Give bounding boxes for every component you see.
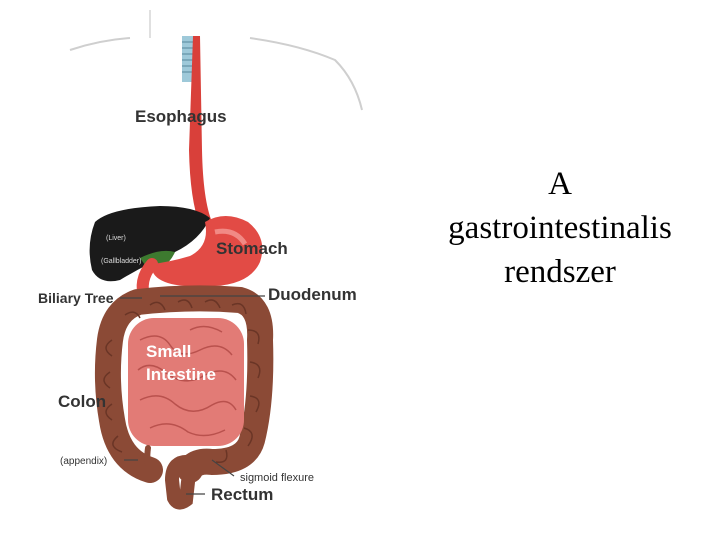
label-biliary-tree: Biliary Tree: [38, 290, 114, 306]
label-appendix: (appendix): [60, 456, 107, 467]
label-gallbladder: (Gallbladder): [101, 258, 141, 265]
label-sigmoid-flexure: sigmoid flexure: [240, 472, 314, 484]
label-esophagus: Esophagus: [135, 107, 227, 126]
title-line-1: A: [430, 162, 690, 206]
title-line-2: gastrointestinalis: [430, 206, 690, 250]
rectum: [172, 462, 190, 503]
label-duodenum: Duodenum: [268, 285, 357, 304]
label-stomach: Stomach: [216, 239, 288, 258]
label-liver: (Liver): [106, 235, 126, 242]
body-outline: [70, 10, 362, 110]
esophagus: [189, 36, 212, 226]
slide-title: A gastrointestinalis rendszer: [430, 162, 690, 294]
label-small-intestine-1: Small: [146, 342, 191, 361]
label-rectum: Rectum: [211, 485, 273, 504]
label-colon: Colon: [58, 392, 106, 411]
appendix: [147, 448, 150, 470]
title-line-3: rendszer: [430, 250, 690, 294]
label-small-intestine-2: Intestine: [146, 365, 216, 384]
